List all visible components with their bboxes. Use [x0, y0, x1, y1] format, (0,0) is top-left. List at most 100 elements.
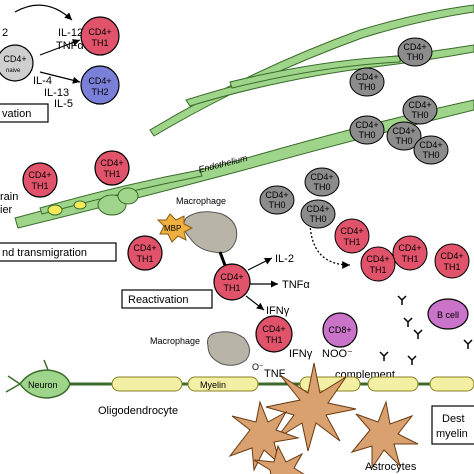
th1-cell-transmigrating-1: CD4+ TH1 [22, 162, 58, 198]
svg-text:CD4+: CD4+ [262, 324, 285, 334]
cytokine-il13: IL-13 [44, 87, 69, 99]
svg-text:TH1: TH1 [343, 237, 360, 247]
transmigration-box-label: nd transmigration [2, 247, 87, 259]
svg-text:CD4+: CD4+ [355, 72, 378, 82]
transmigration-box [0, 242, 117, 262]
svg-text:TH0: TH0 [406, 52, 423, 62]
cytokine-il4: IL-4 [33, 75, 52, 87]
svg-text:CD4+: CD4+ [306, 204, 329, 214]
th0-cells: CD4+TH0 CD4+TH0 CD4+TH0 CD4+TH0 CD4+TH0 … [259, 37, 449, 229]
svg-text:TH0: TH0 [395, 136, 412, 146]
cytokine-il5: IL-5 [54, 98, 73, 110]
cytokine-il12: IL-12 [58, 27, 83, 39]
neuron-label: Neuron [28, 380, 58, 390]
svg-text:TH1: TH1 [401, 254, 418, 264]
svg-text:CD4+: CD4+ [392, 126, 415, 136]
activation-box [0, 103, 49, 123]
svg-text:CD4+: CD4+ [88, 27, 111, 37]
svg-text:TH0: TH0 [422, 150, 439, 160]
svg-text:TH0: TH0 [313, 182, 330, 192]
svg-text:B cell: B cell [437, 310, 459, 320]
il2-label: IL-2 [275, 253, 294, 265]
svg-text:TH1: TH1 [265, 335, 282, 345]
brain-barrier-label-2: ier [0, 204, 13, 216]
oligodendrocyte-label: Oligodendrocyte [98, 405, 178, 417]
svg-text:CD4+: CD4+ [340, 226, 363, 236]
macrophage-top [183, 211, 238, 254]
th1-cell-left-middle: CD4+ TH1 [127, 235, 163, 271]
svg-text:CD4+: CD4+ [133, 243, 156, 253]
ifng-bottom-label: IFNγ [289, 348, 313, 360]
th1-cluster-right: CD4+TH1 CD4+TH1 CD4+TH1 CD4+TH1 [334, 218, 470, 282]
transmigrating-cell-blobs [47, 187, 139, 216]
ifng-react-label: IFNγ [266, 305, 290, 317]
activation-box-label: vation [2, 108, 31, 120]
astrocytes-label: Astrocytes [365, 461, 417, 473]
svg-text:TH0: TH0 [411, 110, 428, 120]
cd4-naive-cell: CD4+ naive [0, 44, 34, 82]
svg-text:CD4+: CD4+ [310, 172, 333, 182]
svg-text:CD4+: CD4+ [366, 254, 389, 264]
tnfa-react-label: TNFα [282, 279, 310, 291]
myelin-label: Myelin [200, 380, 226, 390]
macrophage-bottom-label: Macrophage [150, 336, 200, 346]
reactivation-box [121, 289, 213, 309]
svg-text:TH0: TH0 [358, 130, 375, 140]
destruction-label-1: Dest [442, 413, 465, 425]
astrocytes [228, 362, 419, 474]
svg-text:TH1: TH1 [136, 254, 153, 264]
th1-cell-transmigrating-2: CD4+ TH1 [94, 150, 130, 186]
svg-text:TH1: TH1 [443, 262, 460, 272]
svg-text:TH2: TH2 [91, 87, 108, 97]
svg-text:TH1: TH1 [369, 265, 386, 275]
arrow-to-th2 [39, 71, 81, 84]
svg-text:TH0: TH0 [268, 200, 285, 210]
th1-cell-reactivation: CD4+ TH1 [213, 263, 251, 301]
cd8-cell: CD8+ [322, 312, 358, 348]
svg-text:TH0: TH0 [309, 214, 326, 224]
svg-text:TH1: TH1 [103, 169, 120, 179]
macrophage-top-label: Macrophage [176, 196, 226, 206]
destruction-label-2: myelin [436, 428, 468, 440]
activation-curved-arrow [14, 4, 73, 21]
svg-text:TH1: TH1 [31, 181, 48, 191]
th2-cell-top: CD4+ TH2 [80, 65, 120, 105]
b-cell: B cell [427, 298, 469, 330]
svg-text:CD4+: CD4+ [403, 42, 426, 52]
arrow-to-th1 [39, 39, 81, 56]
svg-text:TH1: TH1 [223, 283, 240, 293]
reactivation-box-label: Reactivation [128, 294, 189, 306]
th1-cell-top: CD4+ TH1 [80, 16, 120, 56]
endothelium-main [14, 99, 474, 229]
svg-text:CD4+: CD4+ [408, 100, 431, 110]
cytokine-tnfa: TNFα [56, 40, 84, 52]
svg-text:CD4+: CD4+ [220, 272, 243, 282]
macrophage-bottom [207, 331, 250, 366]
svg-text:CD4+: CD4+ [355, 120, 378, 130]
mbp-label: MBP [164, 224, 181, 233]
noo-label: NOO⁻ [322, 348, 353, 360]
th1-cell-bottom: CD4+ TH1 [255, 315, 293, 353]
neuron [5, 359, 71, 399]
svg-text:TH1: TH1 [91, 38, 108, 48]
svg-text:naive: naive [6, 68, 21, 74]
svg-text:CD4+: CD4+ [398, 243, 421, 253]
tnf-bottom-label: TNF [264, 368, 286, 380]
svg-text:CD8+: CD8+ [328, 325, 351, 335]
destruction-box [431, 405, 474, 445]
svg-text:CD4+: CD4+ [28, 170, 51, 180]
svg-text:CD4+: CD4+ [100, 158, 123, 168]
mbp-burst [156, 213, 194, 243]
svg-text:CD4+: CD4+ [3, 54, 26, 64]
svg-text:CD4+: CD4+ [440, 251, 463, 261]
svg-text:TH0: TH0 [358, 82, 375, 92]
arrow-ifng [245, 295, 265, 311]
activation-partial-label: 2 [2, 27, 8, 39]
svg-text:CD4+: CD4+ [265, 190, 288, 200]
svg-text:CD4+: CD4+ [88, 76, 111, 86]
arrow-il2 [247, 257, 273, 271]
antibodies [379, 295, 473, 365]
brain-barrier-label-1: rain [0, 191, 18, 203]
